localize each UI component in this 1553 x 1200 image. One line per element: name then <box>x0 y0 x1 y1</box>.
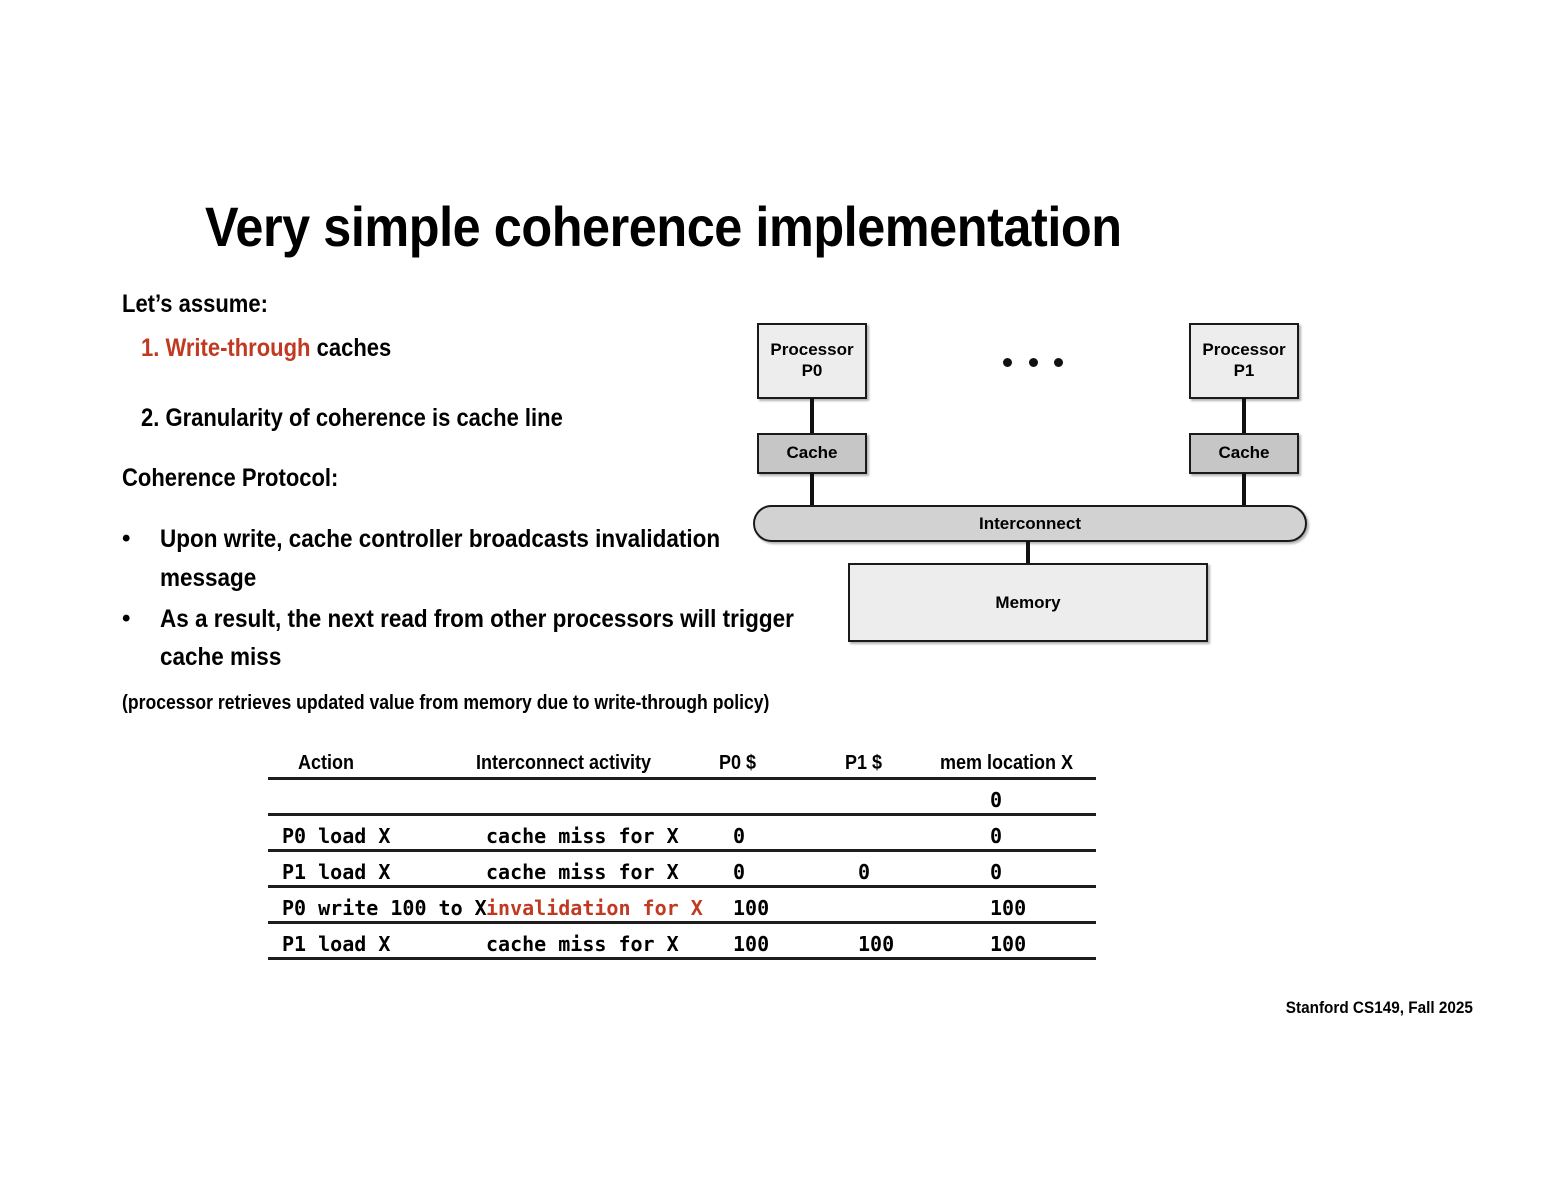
cache-p1-box: Cache <box>1189 433 1299 474</box>
table-rule <box>268 777 1096 780</box>
table-header-row: Action Interconnect activity P0 $ P1 $ m… <box>268 750 1096 780</box>
processor-p0-id: P0 <box>801 361 823 380</box>
assumption-1-highlight: Write-through <box>165 334 311 362</box>
column-header-p0-cache: P0 $ <box>719 752 757 774</box>
connector-p0-to-cache <box>810 398 814 434</box>
table-rule <box>268 921 1096 924</box>
protocol-note: (processor retrieves updated value from … <box>122 692 770 714</box>
cell-mem-location-x: 0 <box>990 860 1003 884</box>
ellipsis-dot <box>1028 358 1038 367</box>
table-row: 0 <box>268 780 1096 816</box>
table-rule <box>268 849 1096 852</box>
table-rule <box>268 957 1096 960</box>
protocol-bullet-1: Upon write, cache controller broadcasts … <box>160 525 721 592</box>
cell-mem-location-x: 100 <box>990 932 1027 956</box>
connector-cache0-to-interconnect <box>810 473 814 507</box>
slide-footer: Stanford CS149, Fall 2025 <box>1285 998 1473 1017</box>
column-header-p1-cache: P1 $ <box>845 752 883 774</box>
cell-action: P1 load X <box>282 932 391 956</box>
cell-action: P0 load X <box>282 824 391 848</box>
assumption-item-1: 1. Write-through caches <box>141 334 391 363</box>
table-row: P1 load X cache miss for X 0 0 0 <box>268 852 1096 888</box>
processor-p0-box: Processor P0 <box>757 323 867 399</box>
protocol-bullet-2: As a result, the next read from other pr… <box>160 604 794 672</box>
cell-interconnect-activity: cache miss for X <box>486 824 679 848</box>
processor-p0-label: Processor <box>770 340 854 360</box>
column-header-action: Action <box>298 752 354 774</box>
connector-interconnect-to-memory <box>1026 541 1030 565</box>
cell-p0-cache: 0 <box>733 860 746 884</box>
cache-p0-box: Cache <box>757 433 867 474</box>
bullet-marker-icon: • <box>122 604 131 632</box>
ellipsis-dot <box>1054 358 1063 367</box>
cell-p0-cache: 0 <box>733 824 746 848</box>
table-rule <box>268 885 1096 888</box>
list-item: • As a result, the next read from other … <box>122 600 882 678</box>
table-row: P0 write 100 to X invalidation for X 100… <box>268 888 1096 924</box>
assumption-item-2: 2. Granularity of coherence is cache lin… <box>141 404 563 432</box>
system-architecture-diagram: Processor P0 Processor P1 Cache Cache In… <box>745 312 1315 652</box>
memory-box: Memory <box>848 563 1208 642</box>
protocol-bullet-list: • Upon write, cache controller broadcast… <box>122 520 882 679</box>
list-item: • Upon write, cache controller broadcast… <box>122 520 882 598</box>
processor-p1-label: Processor <box>1202 340 1286 360</box>
interconnect-label: Interconnect <box>978 513 1082 533</box>
cell-p0-cache: 100 <box>733 896 770 920</box>
connector-p1-to-cache <box>1242 398 1246 434</box>
assumption-1-number: 1. <box>141 334 160 362</box>
cell-action: P1 load X <box>282 860 391 884</box>
assumptions-heading: Let’s assume: <box>122 290 268 318</box>
cache-p1-label: Cache <box>1218 443 1270 463</box>
cell-mem-location-x: 100 <box>990 896 1027 920</box>
table-rule <box>268 813 1096 816</box>
cell-mem-location-x: 0 <box>990 824 1003 848</box>
ellipsis-dot <box>1003 358 1012 367</box>
interconnect-bar: Interconnect <box>753 505 1307 542</box>
cell-interconnect-activity: invalidation for X <box>486 896 703 920</box>
cell-mem-location-x: 0 <box>990 788 1003 812</box>
processor-p1-box: Processor P1 <box>1189 323 1299 399</box>
coherence-trace-table: Action Interconnect activity P0 $ P1 $ m… <box>268 750 1096 960</box>
table-row: P0 load X cache miss for X 0 0 <box>268 816 1096 852</box>
assumption-1-rest: caches <box>310 334 392 362</box>
cell-interconnect-activity: cache miss for X <box>486 932 679 956</box>
memory-label: Memory <box>995 592 1061 612</box>
cell-p1-cache: 0 <box>858 860 871 884</box>
cell-p0-cache: 100 <box>733 932 770 956</box>
processor-p1-id: P1 <box>1233 361 1255 380</box>
column-header-interconnect-activity: Interconnect activity <box>476 752 652 774</box>
cell-p1-cache: 100 <box>858 932 895 956</box>
table-row: P1 load X cache miss for X 100 100 100 <box>268 924 1096 960</box>
ellipsis-icon <box>1003 358 1063 367</box>
bullet-marker-icon: • <box>122 525 131 552</box>
protocol-heading: Coherence Protocol: <box>122 464 339 492</box>
cache-p0-label: Cache <box>786 443 838 463</box>
column-header-mem-location-x: mem location X <box>940 752 1074 774</box>
connector-cache1-to-interconnect <box>1242 473 1246 507</box>
cell-action: P0 write 100 to X <box>282 896 487 920</box>
cell-interconnect-activity: cache miss for X <box>486 860 679 884</box>
page-title: Very simple coherence implementation <box>205 195 1122 258</box>
